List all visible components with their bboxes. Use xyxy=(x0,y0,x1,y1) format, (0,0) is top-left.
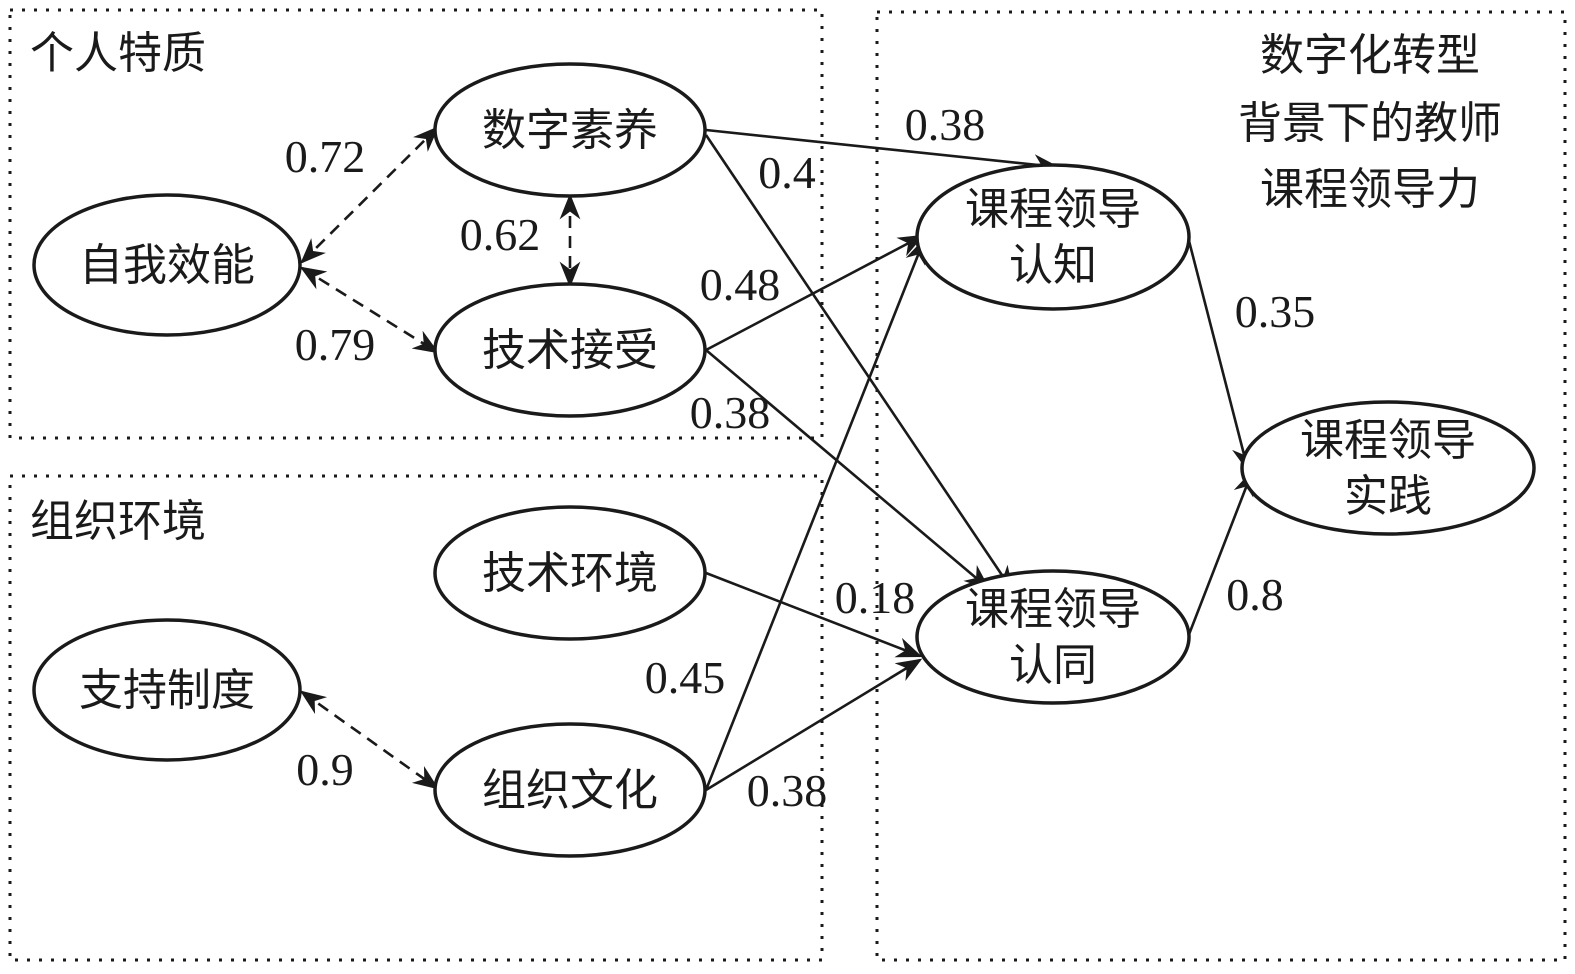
node-ellipse xyxy=(32,193,302,337)
path-arrow-path-ta-clc xyxy=(705,234,925,352)
node-ellipse xyxy=(433,505,707,641)
path-arrow-path-ta-cli xyxy=(705,349,990,590)
node-ellipse xyxy=(1240,400,1536,536)
node-label: 课程领导 xyxy=(965,184,1141,235)
node-label: 技术接受 xyxy=(482,325,658,376)
node-label: 认知 xyxy=(1009,240,1097,291)
node-ellipse xyxy=(915,569,1191,705)
path-arrow-path-dl-cli xyxy=(704,134,1014,593)
coefficient-label: 0.4 xyxy=(758,147,816,198)
path-arrow-path-dl-clc xyxy=(705,128,1060,175)
node-self-efficacy: 自我效能 xyxy=(32,193,302,337)
node-digital-literacy: 数字素养 xyxy=(433,62,707,198)
coefficient-label: 0.9 xyxy=(296,744,354,795)
node-label: 技术环境 xyxy=(482,548,658,599)
coefficient-label: 0.38 xyxy=(690,387,771,438)
node-tech-environment: 技术环境 xyxy=(433,505,707,641)
covariance-arrow-cov-se-dl xyxy=(300,126,439,264)
path-arrow-path-cli-clp xyxy=(1186,469,1254,638)
path-arrow-path-oc-clc xyxy=(704,237,926,791)
node-label: 自我效能 xyxy=(79,240,255,291)
node-ellipse xyxy=(433,282,707,418)
coefficient-label: 0.72 xyxy=(285,131,366,182)
node-org-culture: 组织文化 xyxy=(433,722,707,858)
coefficient-label: 0.45 xyxy=(645,652,726,703)
node-ellipse xyxy=(433,62,707,198)
node-label: 课程领导 xyxy=(1300,415,1476,466)
group-box-personal xyxy=(8,8,824,440)
group-box-leadership xyxy=(875,10,1567,962)
node-ellipse xyxy=(32,618,302,762)
node-label: 认同 xyxy=(1009,640,1097,691)
covariance-arrow-cov-ss-oc xyxy=(299,690,440,790)
node-tech-acceptance: 技术接受 xyxy=(433,282,707,418)
node-ellipse xyxy=(433,722,707,858)
edges: 0.72 0.79 0.62 0.9 0.38 0.4 0.48 0.38 0.18 0.45 0.… xyxy=(285,99,1316,816)
group-title-leadership-line-3: 课程领导力 xyxy=(1260,164,1480,215)
path-arrow-path-te-cli xyxy=(705,571,923,658)
node-ellipse xyxy=(915,163,1191,311)
coefficient-label: 0.8 xyxy=(1226,569,1284,620)
coefficient-label: 0.48 xyxy=(700,259,781,310)
path-arrow-path-clc-clp xyxy=(1186,236,1253,473)
nodes: 自我效能数字素养技术接受支持制度技术环境组织文化课程领导认知课程领导认同课程领导… xyxy=(32,62,1536,858)
coefficient-label: 0.38 xyxy=(747,765,828,816)
group-title-organizational: 组织环境 xyxy=(30,496,206,547)
node-label: 支持制度 xyxy=(79,665,255,716)
node-support-system: 支持制度 xyxy=(32,618,302,762)
coefficient-label: 0.18 xyxy=(835,572,916,623)
node-label: 课程领导 xyxy=(965,584,1141,635)
coefficient-label: 0.38 xyxy=(905,99,986,150)
group-title-personal: 个人特质 xyxy=(30,28,206,79)
coefficient-label: 0.35 xyxy=(1235,286,1316,337)
path-arrow-path-oc-cli xyxy=(705,658,923,792)
coefficient-label: 0.62 xyxy=(460,209,541,260)
coefficient-label: 0.79 xyxy=(295,319,376,370)
covariance-arrow-cov-se-ta xyxy=(299,266,440,354)
group-title-leadership-line-2: 背景下的教师 xyxy=(1238,98,1502,149)
node-label: 数字素养 xyxy=(482,105,658,156)
node-label: 组织文化 xyxy=(482,765,658,816)
group-title-leadership-line-1: 数字化转型 xyxy=(1260,30,1480,81)
node-label: 实践 xyxy=(1344,471,1432,522)
